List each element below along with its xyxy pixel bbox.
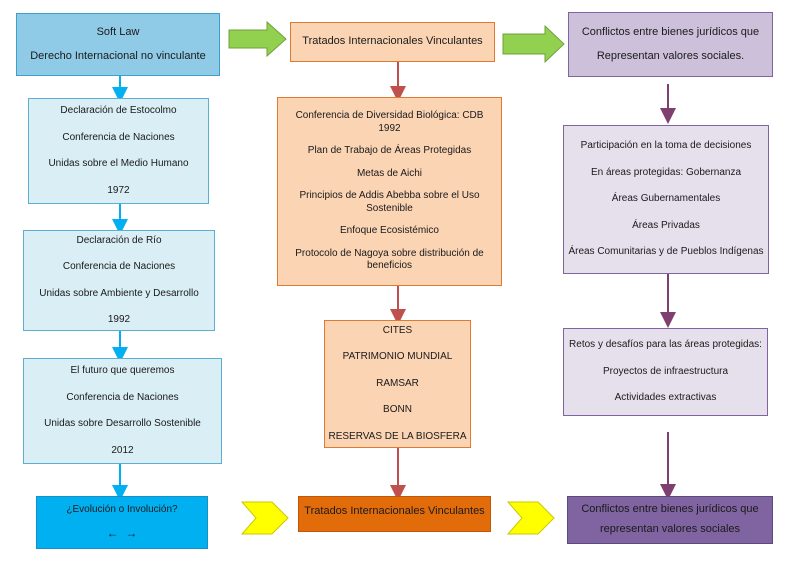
cdb-line-3: Metas de Aichi bbox=[356, 167, 423, 179]
future-line-4: 2012 bbox=[111, 444, 134, 456]
soft-law-header: Soft Law Derecho Internacional no vincul… bbox=[16, 13, 220, 76]
participation-line-5: Áreas Comunitarias y de Pueblos Indígena… bbox=[568, 246, 764, 258]
cdb-line-6: Protocolo de Nagoya sobre distribución d… bbox=[295, 247, 484, 272]
challenges-line-1: Retos y desafíos para las áreas protegid… bbox=[569, 339, 762, 351]
convention-biosfera: RESERVAS DE LA BIOSFERA bbox=[328, 430, 467, 442]
conventions-box: CITES PATRIMONIO MUNDIAL RAMSAR BONN RES… bbox=[324, 320, 471, 448]
cdb-line-1: Conferencia de Diversidad Biológica: CDB… bbox=[295, 110, 484, 134]
stockholm-line-4: 1972 bbox=[107, 184, 130, 196]
participation-box: Participación en la toma de decisiones E… bbox=[563, 125, 769, 274]
evolution-question-text: ¿Evolución o Involución? bbox=[66, 503, 178, 515]
convention-bonn: BONN bbox=[383, 404, 412, 416]
green-arrow-1 bbox=[228, 20, 287, 58]
rio-line-1: Declaración de Río bbox=[76, 234, 162, 246]
future-line-2: Conferencia de Naciones bbox=[66, 391, 179, 403]
conflicts-header-line-2: Representan valores sociales. bbox=[596, 49, 745, 62]
green-arrow-2 bbox=[502, 24, 565, 64]
left-right-arrows: ← → bbox=[106, 526, 138, 541]
convention-cites: CITES bbox=[382, 324, 413, 336]
binding-treaties-title: Tratados Internacionales Vinculantes bbox=[302, 35, 483, 48]
participation-line-4: Áreas Privadas bbox=[632, 219, 700, 231]
conflicts-header-line-1: Conflictos entre bienes jurídicos que bbox=[581, 25, 760, 38]
conflicts-bottom-line-1: Conflictos entre bienes jurídicos que bbox=[581, 503, 759, 516]
participation-line-3: Áreas Gubernamentales bbox=[611, 193, 721, 205]
challenges-line-2: Proyectos de infraestructura bbox=[602, 365, 729, 377]
yellow-chevron-2 bbox=[506, 501, 555, 535]
conflicts-header: Conflictos entre bienes jurídicos que Re… bbox=[568, 12, 773, 77]
stockholm-line-1: Declaración de Estocolmo bbox=[60, 105, 177, 116]
yellow-chevron-1 bbox=[240, 501, 289, 535]
rio-line-2: Conferencia de Naciones bbox=[62, 261, 176, 272]
future-we-want-box: El futuro que queremos Conferencia de Na… bbox=[23, 358, 222, 464]
cdb-line-2: Plan de Trabajo de Áreas Protegidas bbox=[307, 145, 472, 157]
rio-declaration-box: Declaración de Río Conferencia de Nacion… bbox=[23, 230, 215, 331]
future-line-1: El futuro que queremos bbox=[70, 365, 175, 376]
future-line-3: Unidas sobre Desarrollo Sostenible bbox=[44, 418, 201, 429]
soft-law-subtitle: Derecho Internacional no vinculante bbox=[30, 49, 206, 62]
binding-treaties-bottom-title: Tratados Internacionales Vinculantes bbox=[304, 505, 485, 517]
stockholm-line-2: Conferencia de Naciones bbox=[62, 131, 175, 143]
conflicts-bottom-line-2: representan valores sociales bbox=[599, 523, 741, 535]
conflicts-bottom: Conflictos entre bienes jurídicos que re… bbox=[567, 496, 773, 544]
binding-treaties-bottom: Tratados Internacionales Vinculantes bbox=[298, 496, 491, 532]
rio-line-3: Unidas sobre Ambiente y Desarrollo bbox=[39, 287, 199, 299]
challenges-line-3: Actividades extractivas bbox=[614, 392, 717, 404]
convention-ramsar: RAMSAR bbox=[376, 377, 419, 389]
challenges-box: Retos y desafíos para las áreas protegid… bbox=[563, 328, 768, 416]
cdb-details-box: Conferencia de Diversidad Biológica: CDB… bbox=[277, 97, 502, 286]
participation-line-1: Participación en la toma de decisiones bbox=[580, 140, 752, 152]
evolution-question-box: ¿Evolución o Involución? ← → bbox=[36, 496, 208, 549]
participation-line-2: En áreas protegidas: Gobernanza bbox=[590, 166, 742, 178]
cdb-line-5: Enfoque Ecosistémico bbox=[340, 225, 439, 237]
binding-treaties-header: Tratados Internacionales Vinculantes bbox=[290, 22, 495, 62]
convention-patrimonio: PATRIMONIO MUNDIAL bbox=[342, 351, 453, 363]
soft-law-title: Soft Law bbox=[96, 25, 140, 38]
cdb-line-4: Principios de Addis Abebba sobre el Uso … bbox=[299, 190, 480, 214]
rio-line-4: 1992 bbox=[107, 314, 131, 325]
stockholm-declaration-box: Declaración de Estocolmo Conferencia de … bbox=[28, 98, 209, 204]
stockholm-line-3: Unidas sobre el Medio Humano bbox=[48, 158, 189, 169]
